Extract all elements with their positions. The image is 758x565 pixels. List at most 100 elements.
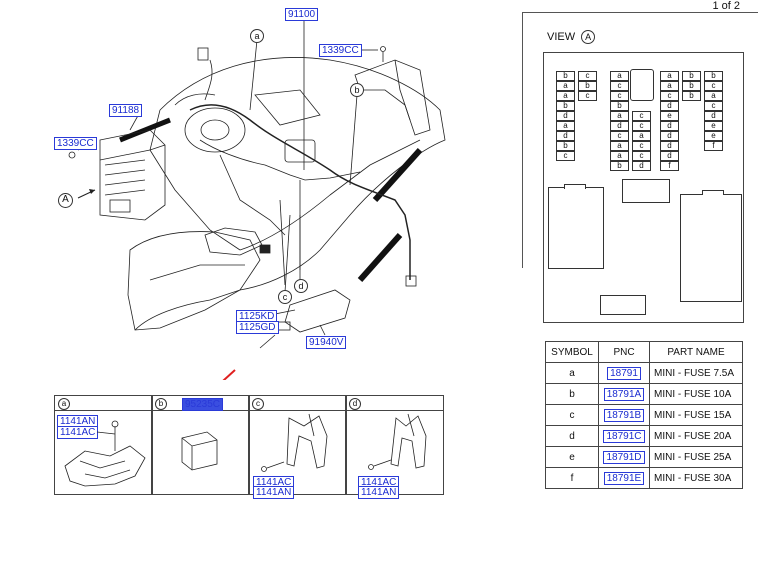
fuse-slot: d <box>632 161 651 171</box>
pnc-1125gd[interactable]: 1125GD <box>236 321 279 334</box>
fuse-slot: d <box>556 111 575 121</box>
fuse-slot: d <box>660 121 679 131</box>
fuse-slot: d <box>704 111 723 121</box>
pnc-cell[interactable]: 18791C <box>598 425 650 447</box>
callout-b[interactable]: b <box>350 83 364 97</box>
fuse-slot: a <box>556 91 575 101</box>
part-name-cell: MINI - FUSE 7.5A <box>649 362 743 384</box>
pnc-1141ac-a[interactable]: 1141AC <box>57 426 99 439</box>
pnc-1141an-c[interactable]: 1141AN <box>253 486 295 499</box>
fuse-slot: b <box>578 81 597 91</box>
relay-left <box>548 187 604 269</box>
fuse-slot: b <box>704 71 723 81</box>
fuse-slot: e <box>660 111 679 121</box>
pnc-91188[interactable]: 91188 <box>109 104 143 117</box>
pillar-drawing <box>261 413 328 472</box>
pnc-link[interactable]: 18791D <box>603 450 645 464</box>
pnc-1339cc-left[interactable]: 1339CC <box>54 137 97 150</box>
fuse-slot: e <box>704 131 723 141</box>
fuse-slot: a <box>660 71 679 81</box>
view-callout: A <box>581 30 596 44</box>
fuse-slot: d <box>660 151 679 161</box>
pnc-link[interactable]: 18791B <box>603 408 645 422</box>
callout-view-a[interactable]: A <box>58 193 73 208</box>
detail-panel-b: b 95235C <box>151 395 250 495</box>
red-arrow-icon <box>222 369 236 380</box>
symbol-cell: f <box>545 467 599 489</box>
fuse-slot: e <box>704 121 723 131</box>
symbol-cell: c <box>545 404 599 426</box>
pnc-cell[interactable]: 18791E <box>598 467 650 489</box>
fuse-slot: d <box>556 131 575 141</box>
fuse-slot: a <box>704 91 723 101</box>
module-drawing <box>181 431 218 471</box>
fuse-slot: c <box>660 91 679 101</box>
pnc-cell[interactable]: 18791 <box>598 362 650 384</box>
wiring-harness-diagram <box>68 18 446 380</box>
fuse-slot: d <box>610 121 629 131</box>
pillar-drawing <box>368 413 427 470</box>
panel-letter: b <box>155 398 167 410</box>
header-symbol: SYMBOL <box>545 341 599 363</box>
fuse-slot: f <box>660 161 679 171</box>
header-part-name: PART NAME <box>649 341 743 363</box>
callout-c[interactable]: c <box>278 290 292 304</box>
pnc-1141ac-c[interactable]: 1141AC <box>253 476 295 489</box>
panel-letter: a <box>58 398 70 410</box>
pnc-link[interactable]: 18791 <box>607 366 641 380</box>
page-indicator: 1 of 2 <box>712 0 740 12</box>
fuse-slot: a <box>610 71 629 81</box>
pnc-95235c[interactable]: 95235C <box>182 398 224 411</box>
fuse-slot: c <box>556 151 575 161</box>
callout-d[interactable]: d <box>294 279 308 293</box>
fuse-slot: c <box>632 121 651 131</box>
pnc-cell[interactable]: 18791B <box>598 404 650 426</box>
pnc-cell[interactable]: 18791D <box>598 446 650 468</box>
pnc-91940v[interactable]: 91940V <box>306 336 347 349</box>
fuse-slot: c <box>610 81 629 91</box>
callout-a[interactable]: a <box>250 29 264 43</box>
frame-line-vertical <box>522 12 523 268</box>
fuse-slot: b <box>556 101 575 111</box>
fuse-slot: c <box>610 91 629 101</box>
fuse-slot: a <box>610 141 629 151</box>
fuse-slot: d <box>660 101 679 111</box>
pnc-1141an-d[interactable]: 1141AN <box>358 486 400 499</box>
detail-panel-d: d 1141AC 1141AN <box>345 395 444 499</box>
fuse-slot: b <box>556 141 575 151</box>
fuse-slot: a <box>610 111 629 121</box>
table-row: c 18791B MINI - FUSE 15A <box>545 404 743 426</box>
panel-letter: c <box>252 398 264 410</box>
fuse-slot: c <box>632 141 651 151</box>
fuse-slot: c <box>578 91 597 101</box>
fuse-slot: a <box>660 81 679 91</box>
pnc-91100[interactable]: 91100 <box>285 8 319 21</box>
view-label: VIEW <box>547 31 576 43</box>
detail-panel-a: a 1141AN 1141AC <box>54 395 153 495</box>
part-name-cell: MINI - FUSE 20A <box>649 425 743 447</box>
pnc-link[interactable]: 18791A <box>603 387 645 401</box>
pnc-link[interactable]: 18791E <box>603 471 645 485</box>
fuse-slot: c <box>632 151 651 161</box>
pnc-link[interactable]: 18791C <box>603 429 645 443</box>
panel-letter: d <box>349 398 361 410</box>
part-name-cell: MINI - FUSE 15A <box>649 404 743 426</box>
relay-right <box>680 194 742 302</box>
detail-panel-c: c 1141AC 1141AN <box>248 395 347 499</box>
fuse-slot: d <box>660 141 679 151</box>
part-name-cell: MINI - FUSE 10A <box>649 383 743 405</box>
fuse-slot: a <box>610 151 629 161</box>
pnc-1339cc-top[interactable]: 1339CC <box>319 44 362 57</box>
part-name-cell: MINI - FUSE 25A <box>649 446 743 468</box>
fuse-slot: c <box>704 101 723 111</box>
fuse-slot: a <box>556 121 575 131</box>
pnc-cell[interactable]: 18791A <box>598 383 650 405</box>
fuse-slot: f <box>704 141 723 151</box>
header-pnc: PNC <box>598 341 650 363</box>
fuse-slot: b <box>682 71 701 81</box>
